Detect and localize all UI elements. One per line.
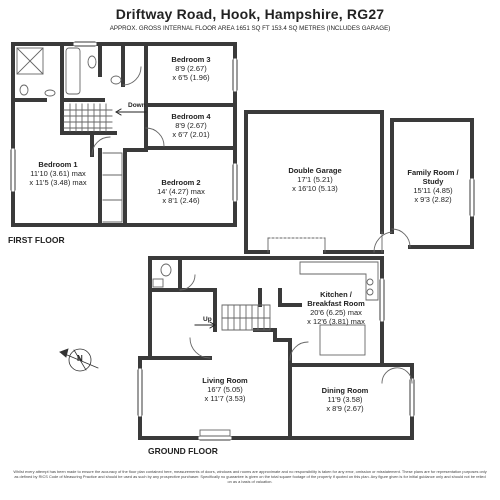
disclaimer-text: Whilst every attempt has been made to en… [13,469,487,485]
room-living: Living Room 16'7 (5.05) x 11'7 (3.53) [175,376,275,403]
room-dims: 14' (4.27) max [157,187,205,196]
room-name: Bedroom 1 [38,160,78,169]
room-dims: 8'9 (2.67) [175,121,207,130]
page-title: Driftway Road, Hook, Hampshire, RG27 [115,6,385,22]
room-dims: x 6'7 (2.01) [172,130,210,139]
room-name: Bedroom 2 [161,178,201,187]
first-floor-windows [10,41,238,202]
room-bedroom-4: Bedroom 4 8'9 (2.67) x 6'7 (2.01) [150,112,232,139]
room-dims: x 12'6 (3.81) max [307,317,365,326]
compass-north-letter: N [77,354,83,363]
room-dims: 17'1 (5.21) [297,175,333,184]
room-name-line2: Breakfast Room [307,299,365,308]
room-dims: x 11'7 (3.53) [204,394,246,403]
room-dims: 15'11 (4.85) [413,186,453,195]
room-family-study: Family Room / Study 15'11 (4.85) x 9'3 (… [396,168,470,204]
room-name: Living Room [202,376,248,385]
room-bedroom-2: Bedroom 2 14' (4.27) max x 8'1 (2.46) [130,178,232,205]
room-name-line2: Study [422,177,444,186]
room-name: Double Garage [288,166,342,175]
room-dining: Dining Room 11'9 (3.58) x 8'9 (2.67) [300,386,390,413]
room-name: Kitchen / [320,290,352,299]
ground-floor-label: GROUND FLOOR [148,446,218,456]
garage-doors [267,228,411,253]
stairs-down-label: Down [128,102,146,109]
floor-area-subtitle: APPROX. GROSS INTERNAL FLOOR AREA 1651 S… [109,25,391,32]
first-floor-fixtures [16,47,165,223]
room-dims: 11'9 (3.58) [327,395,363,404]
room-dims: x 6'5 (1.96) [172,73,210,82]
room-dims: 16'7 (5.05) [207,385,243,394]
room-dims: 20'6 (6.25) max [310,308,362,317]
room-dims: x 11'5 (3.48) max [29,178,87,187]
stairs-up-label: Up [203,316,212,323]
room-name: Bedroom 4 [171,112,211,121]
room-dims: x 8'9 (2.67) [326,404,364,413]
room-name: Dining Room [321,386,369,395]
room-dims: x 9'3 (2.82) [414,195,452,204]
ground-floor-fixtures [152,261,413,437]
room-dims: 11'10 (3.61) max [30,169,86,178]
room-dims: 8'9 (2.67) [175,64,207,73]
room-dims: x 16'10 (5.13) [292,184,338,193]
room-bedroom-3: Bedroom 3 8'9 (2.67) x 6'5 (1.96) [150,55,232,82]
first-floor-label: FIRST FLOOR [8,235,65,245]
room-dims: x 8'1 (2.46) [162,196,200,205]
room-bedroom-1: Bedroom 1 11'10 (3.61) max x 11'5 (3.48)… [17,160,99,187]
room-name: Family Room / [407,168,459,177]
room-double-garage: Double Garage 17'1 (5.21) x 16'10 (5.13) [262,166,368,193]
compass-rose [59,348,99,372]
ground-floor-windows [137,278,415,441]
room-kitchen-breakfast: Kitchen / Breakfast Room 20'6 (6.25) max… [292,290,380,326]
room-name: Bedroom 3 [171,55,211,64]
